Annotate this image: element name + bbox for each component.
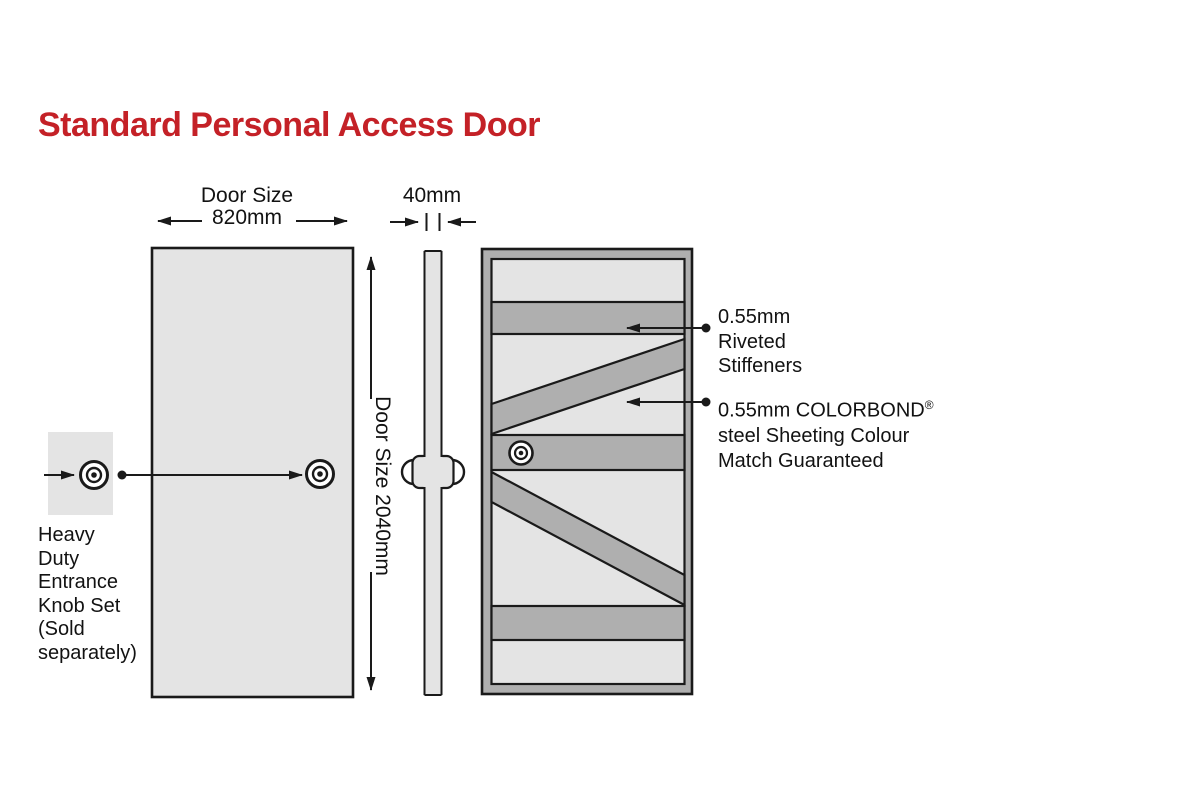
door-width-dimension-label: Door Size 820mm <box>147 185 347 229</box>
knob-set-line: Heavy <box>38 524 95 546</box>
front-door-knob-icon <box>305 459 335 489</box>
side-bar-outline <box>423 250 443 696</box>
knob-set-line: (Sold <box>38 618 85 640</box>
knob-set-line: Entrance <box>38 571 119 593</box>
back-view <box>480 247 694 696</box>
registered-trademark-symbol: ® <box>924 398 934 412</box>
sheeting-line2: steel Sheeting Colour <box>718 424 910 447</box>
door-thickness-dimension-label: 40mm <box>402 184 462 207</box>
knob-set-line: Knob Set <box>38 594 121 617</box>
door-width-label-line2: 820mm <box>211 206 283 229</box>
knob-set-line: separately) <box>38 641 137 664</box>
stiffeners-line: Riveted <box>718 330 786 353</box>
side-view <box>400 250 466 696</box>
stiffeners-line: Stiffeners <box>718 355 803 377</box>
back-door-knob-icon <box>508 440 534 466</box>
horizontal-stiffener-bottom <box>490 604 686 642</box>
door-height-dimension-label: Door Size 2040mm <box>371 396 394 576</box>
knob-set-annotation: Heavy Duty Entrance Knob Set (Sold separ… <box>38 524 137 665</box>
door-width-label-line1: Door Size <box>200 184 294 207</box>
knob-set-line: Duty <box>38 547 80 570</box>
page-title: Standard Personal Access Door <box>38 106 540 144</box>
sheeting-annotation: 0.55mm COLORBOND® steel Sheeting Colour … <box>718 393 934 474</box>
horizontal-stiffener-top <box>490 300 686 336</box>
stiffeners-line: 0.55mm <box>718 306 791 328</box>
diagonal-stiffener-upper <box>490 337 686 436</box>
sheeting-line1-text: 0.55mm COLORBOND <box>718 399 925 422</box>
sheeting-line1: 0.55mm COLORBOND® <box>718 393 934 424</box>
stiffeners-annotation: 0.55mm Riveted Stiffeners <box>718 305 802 379</box>
side-bar-fill <box>423 250 443 696</box>
sheeting-leader-dot <box>701 397 711 407</box>
knob-set-knob-icon <box>79 460 109 490</box>
stiffener-leader-dot <box>701 323 711 333</box>
sheeting-line3: Match Guaranteed <box>718 449 884 472</box>
